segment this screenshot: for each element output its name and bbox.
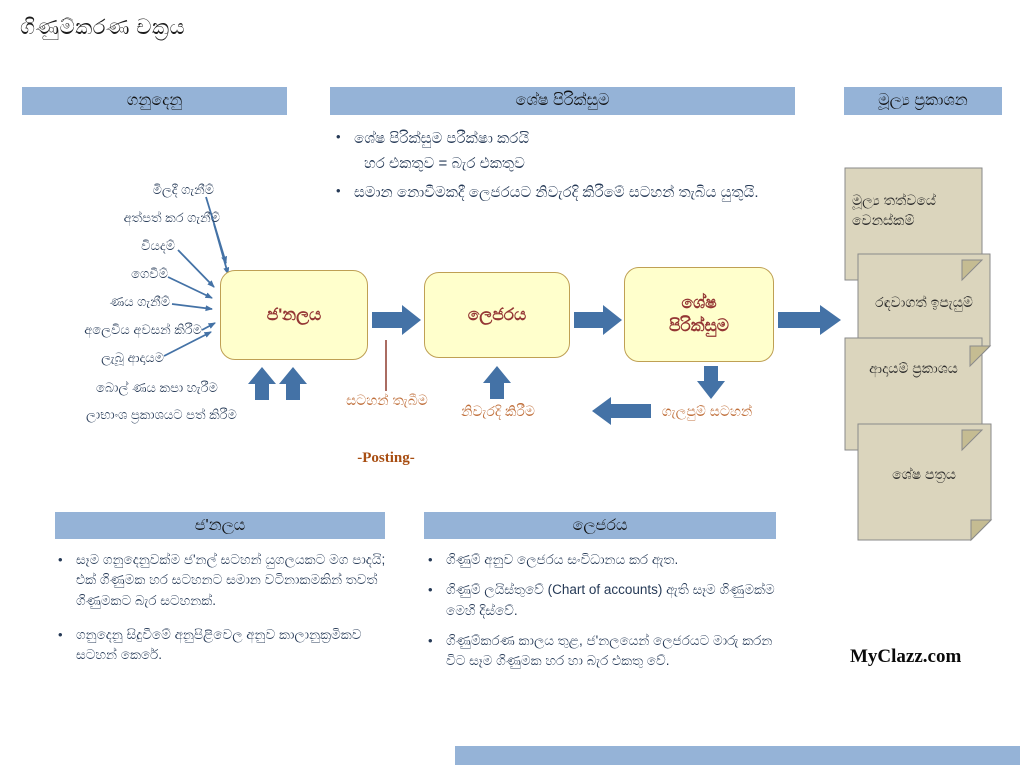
ledger-note-3: • ගිණුම්කරණ කාලය තුළ, ජ'නලයෙන් ලෙජරයට මා… [428,631,794,672]
transaction-item-purchases: මිලදී ගැනීම් [152,182,214,197]
journal-note-2: • ගනුදෙනු සිදුවීමේ අනුපිළිවෙල අනුව කාලාන… [58,625,396,666]
journal-note-1-text: සෑම ගනුදෙනුවක්ම ජ'නල් සටහන් යුගලයකට මග ප… [76,552,386,608]
arrow-correction-up-to-ledger [483,366,511,399]
transaction-item-dividends: ලාභාංශ ප්‍රකාශයට පත් කිරීම [86,407,237,422]
arrow-trial-balance-down [697,366,725,399]
arrow-ledger-to-trial-balance [574,305,622,335]
page-title: ගිණුම්කරණ චක්‍රය [20,16,186,39]
transaction-item-bad-debts: බොල් ණය කපා හැරීම [96,380,218,395]
journal-flow-box: ජ'නලය [220,270,368,360]
trial-note-equation: හර එකතුව = බැර එකතුව [364,155,525,173]
trial-balance-notes: • ශේෂ පිරික්සුම පරීක්ෂා කරයි හර එකතුව = … [336,127,791,204]
trial-note-check-text: ශේෂ පිරික්සුම පරීක්ෂා කරයි [354,130,530,147]
arrow-trial-balance-to-statements [778,305,841,335]
bullet-icon: • [428,582,433,598]
transaction-item-sales: අලෙවිය අවසන් කිරීම [84,322,202,337]
transaction-arrow-2 [213,223,230,275]
arrow-journal-to-ledger [372,305,421,335]
transaction-item-loans: ණය ගැනීම් [109,294,170,309]
statement-card-1-fold [961,259,984,282]
journal-flow-box-label: ජ'නලය [266,305,322,324]
transaction-item-acquisitions: අත්පත් කර ගැනීම් [123,210,220,225]
ledger-flow-box-label: ලෙජරය [467,305,527,324]
transactions-header-bar: ගනුදෙනු [22,87,287,115]
journal-section-header-bar: ජ'නලය [55,512,385,539]
trial-balance-flow-box: ශේෂ පිරික්සුම [624,267,774,362]
bullet-icon: • [428,632,433,648]
bottom-accent-bar [455,746,1020,765]
arrow-writeoff-up-to-journal [248,367,276,400]
posting-label: සටහන් තැබීම [346,392,428,408]
statement-card-1-label: මූල්‍ය තත්වයේ වෙනස්කම් [852,192,936,229]
transaction-arrow-3 [177,249,215,288]
posting-english-label: -Posting- [357,450,415,466]
ledger-notes: • ගිණුම් අනුව ලෙජරය සංවිධානය කර ඇත. • ගි… [428,550,794,671]
journal-notes: • සෑම ගනුදෙනුවක්ම ජ'නල් සටහන් යුගලයකට මග… [58,550,396,665]
bullet-icon: • [336,182,341,198]
statement-card-3-fold [961,429,984,452]
journal-note-2-text: ගනුදෙනු සිදුවීමේ අනුපිළිවෙල අනුව කාලානුක… [76,626,362,662]
transaction-arrow-4 [167,276,213,299]
ledger-note-3-text: ගිණුම්කරණ කාලය තුළ, ජ'නලයෙන් ලෙජරයට මාරු… [446,632,773,668]
transaction-arrow-5 [171,303,213,312]
financial-statements-header-bar: මූල්‍ය ප්‍රකාශන [844,87,1002,115]
statement-card-4-fold [970,519,993,542]
ledger-note-2-text: ගිණුම් ලයිස්තුවේ (Chart of accounts) ඇති… [446,582,775,618]
bullet-icon: • [336,129,341,144]
bullet-icon: • [58,552,63,567]
ledger-flow-box: ලෙජරය [424,272,570,358]
statement-card-4-label: ශේෂ පත්‍රය [892,466,956,482]
watermark-text: MyClazz.com [850,646,962,667]
statement-card-2-label: රඳවාගත් ඉපැයුම් [875,294,973,310]
ledger-note-1: • ගිණුම් අනුව ලෙජරය සංවිධානය කර ඇත. [428,550,794,570]
transaction-item-payments: ගෙවීම් [131,266,168,281]
statement-card-3 [844,337,983,451]
journal-note-1: • සෑම ගනුදෙනුවක්ම ජ'නල් සටහන් යුගලයකට මග… [58,550,396,611]
trial-note-check: • ශේෂ පිරික්සුම පරීක්ෂා කරයි [336,127,791,150]
ledger-section-header-bar: ලෙජරය [424,512,776,539]
transaction-item-expenses: වියදම් [141,238,175,253]
ledger-note-2: • ගිණුම් ලයිස්තුවේ (Chart of accounts) ඇ… [428,580,794,621]
trial-note-correction: • සමාන නොවීමකදී ලෙජරයට නිවැරදි කිරීමේ සට… [336,181,791,204]
bullet-icon: • [58,626,63,642]
trial-balance-header-bar: ශේෂ පිරික්සුම [330,87,795,115]
ledger-note-1-text: ගිණුම් අනුව ලෙජරය සංවිධානය කර ඇත. [446,552,679,567]
trial-note-correction-text: සමාන නොවීමකදී ලෙජරයට නිවැරදි කිරීමේ සටහන… [354,183,759,201]
correction-label: නිවැරදි කිරීම [461,403,535,419]
transaction-item-income-received: ලැබූ ආදායම [101,350,164,365]
adjustment-entries-label: ගැලපුම් සටහන් [661,403,753,419]
transaction-arrow-6 [201,322,216,331]
transaction-arrow-1 [205,196,227,264]
bullet-icon: • [428,552,433,567]
trial-balance-flow-box-label: ශේෂ පිරික්සුම [668,292,730,335]
arrow-dividend-up-to-journal [279,367,307,400]
statement-card-3-label: ආදායම් ප්‍රකාශය [869,360,958,376]
